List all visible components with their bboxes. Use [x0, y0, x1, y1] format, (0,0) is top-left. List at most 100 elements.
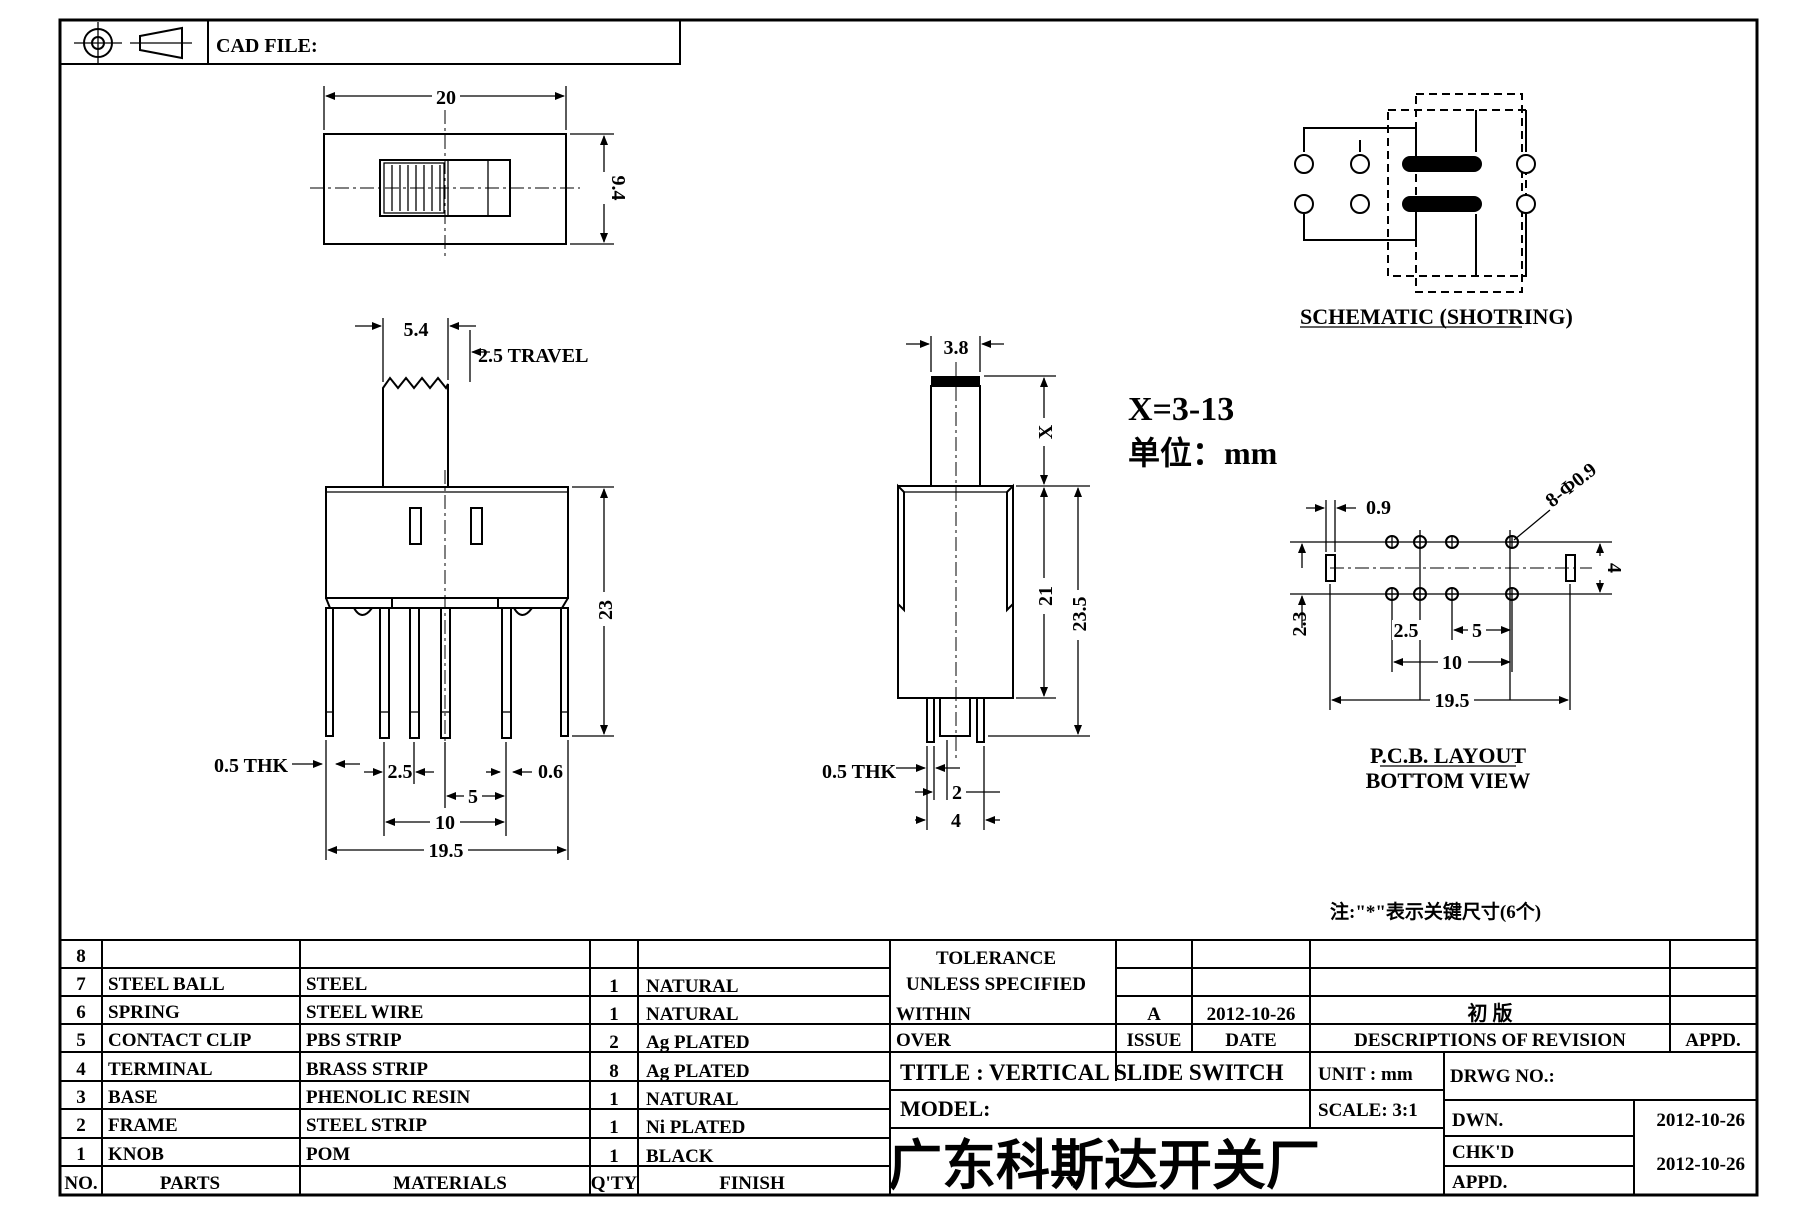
bom-header-materials: MATERIALS	[393, 1173, 507, 1194]
front-thickness: 0.5 THK	[214, 755, 289, 777]
pcb-d4: 4	[1603, 563, 1625, 573]
bom-header-qty: Q'TY	[591, 1173, 638, 1194]
bom-finish: Ni PLATED	[646, 1117, 745, 1138]
side-h23-5: 23.5	[1069, 597, 1091, 632]
unless-specified-label: UNLESS SPECIFIED	[906, 974, 1086, 995]
bom-header-parts: PARTS	[160, 1173, 220, 1194]
bom-no: 5	[76, 1030, 86, 1051]
bom-finish: NATURAL	[646, 1004, 739, 1025]
side-view	[896, 336, 1090, 830]
schematic-caption: SCHEMATIC (SHOTRING)	[1300, 304, 1573, 329]
bom-part: SPRING	[108, 1002, 180, 1023]
bom-no: 3	[76, 1087, 86, 1108]
bom-no: 2	[76, 1115, 86, 1136]
bom-row: 1 KNOB POM 1 BLACK	[76, 1144, 714, 1167]
bom-material: PBS STRIP	[306, 1030, 402, 1051]
revision-description: 初 版	[1468, 1001, 1513, 1025]
unit-note: 单位：mm	[1128, 435, 1278, 471]
drawing-border	[58, 18, 1759, 1197]
drawing-number-label: DRWG NO.:	[1450, 1066, 1555, 1087]
title-block: TOLERANCE UNLESS SPECIFIED WITHIN OVER A…	[888, 948, 1745, 1196]
drawn-label: DWN.	[1452, 1110, 1503, 1131]
bom-row: 3 BASE PHENOLIC RESIN 1 NATURAL	[76, 1087, 738, 1110]
front-pitch-5: 5	[468, 786, 478, 808]
bom-no: 1	[76, 1144, 86, 1165]
side-d2: 2	[952, 782, 962, 804]
bom-row: 6 SPRING STEEL WIRE 1 NATURAL	[76, 1002, 738, 1025]
checked-date: 2012-10-26	[1656, 1154, 1745, 1175]
approved-label: APPD.	[1452, 1172, 1507, 1193]
third-angle-projection-icon	[74, 22, 192, 64]
pcb-d2-3: 2.3	[1289, 612, 1311, 637]
bom-qty: 1	[609, 976, 619, 997]
bom-part: CONTACT CLIP	[108, 1030, 252, 1051]
pcb-d10: 10	[1442, 652, 1462, 674]
drawing-title: TITLE : VERTICAL SLIDE SWITCH	[900, 1060, 1284, 1085]
bom-qty: 1	[609, 1117, 619, 1138]
pcb-d2-5: 2.5	[1394, 620, 1419, 642]
pcb-caption-line2: BOTTOM VIEW	[1366, 768, 1531, 793]
front-pin-pitch: 2.5	[388, 761, 413, 783]
issue-label: ISSUE	[1127, 1030, 1182, 1051]
x-range-note: X=3-13	[1128, 391, 1234, 428]
bom-no: 7	[76, 974, 86, 995]
within-label: WITHIN	[896, 1004, 971, 1025]
side-thickness: 0.5 THK	[822, 761, 897, 783]
front-actuator-width: 5.4	[404, 319, 429, 341]
top-view	[310, 86, 614, 258]
key-dimension-note: 注:"*"表示关键尺寸(6个)	[1330, 900, 1541, 923]
appd-label: APPD.	[1685, 1030, 1740, 1051]
schematic	[1294, 93, 1536, 328]
bom-header-no: NO.	[64, 1173, 97, 1194]
front-view	[292, 318, 614, 860]
bom-qty: 1	[609, 1089, 619, 1110]
top-view-height-dim: 9.4	[607, 176, 629, 201]
revision-issue: A	[1147, 1004, 1161, 1025]
front-height-dim: 23	[595, 600, 617, 620]
bom-finish: NATURAL	[646, 976, 739, 997]
date-label: DATE	[1225, 1030, 1276, 1051]
bom-header-finish: FINISH	[719, 1173, 785, 1194]
bom-qty: 8	[609, 1061, 619, 1082]
bom-material: STEEL	[306, 974, 367, 995]
front-pin-width: 0.6	[538, 761, 563, 783]
front-travel: 2.5 TRAVEL	[478, 345, 588, 367]
revision-date: 2012-10-26	[1207, 1004, 1296, 1025]
bom-row: 8	[76, 946, 86, 967]
bom-part: BASE	[108, 1087, 158, 1108]
bom-row: 7 STEEL BALL STEEL 1 NATURAL	[76, 974, 738, 997]
title-block-grid	[890, 940, 1757, 1195]
bom-no: 6	[76, 1002, 86, 1023]
bom-table-grid	[60, 939, 1757, 1195]
unit-label: UNIT : mm	[1318, 1064, 1413, 1085]
pcb-caption-line1: P.C.B. LAYOUT	[1370, 743, 1526, 768]
bom-finish: BLACK	[646, 1146, 714, 1167]
bom-row: 4 TERMINAL BRASS STRIP 8 Ag PLATED	[76, 1059, 749, 1082]
bom-row: 5 CONTACT CLIP PBS STRIP 2 Ag PLATED	[76, 1030, 749, 1053]
checked-label: CHK'D	[1452, 1142, 1514, 1163]
front-overall-width: 19.5	[429, 840, 464, 862]
bom-material: POM	[306, 1144, 350, 1165]
bom-header-row: NO. PARTS MATERIALS Q'TY FINISH	[64, 1173, 785, 1194]
bom-qty: 1	[609, 1004, 619, 1025]
front-pitch-10: 10	[435, 812, 455, 834]
bom-finish: Ag PLATED	[646, 1032, 750, 1053]
bom-row: 2 FRAME STEEL STRIP 1 Ni PLATED	[76, 1115, 745, 1138]
side-d4: 4	[951, 810, 961, 832]
bom-material: STEEL WIRE	[306, 1002, 423, 1023]
cad-file-label: CAD FILE:	[216, 35, 318, 57]
model-label: MODEL:	[900, 1096, 990, 1121]
pcb-layout	[1290, 500, 1612, 767]
bom-part: FRAME	[108, 1115, 178, 1136]
bom-no: 8	[76, 946, 86, 967]
side-x-dim: X	[1035, 424, 1057, 439]
drawn-date: 2012-10-26	[1656, 1110, 1745, 1131]
bom-table: 8 7 STEEL BALL STEEL 1 NATURAL 6 SPRING …	[64, 946, 785, 1194]
bom-finish: Ag PLATED	[646, 1061, 750, 1082]
bom-no: 4	[76, 1059, 86, 1080]
top-view-width-dim: 20	[436, 87, 456, 109]
tolerance-label: TOLERANCE	[936, 948, 1056, 969]
scale-label: SCALE: 3:1	[1318, 1100, 1418, 1121]
company-name: 广东科斯达开关厂	[888, 1136, 1320, 1196]
